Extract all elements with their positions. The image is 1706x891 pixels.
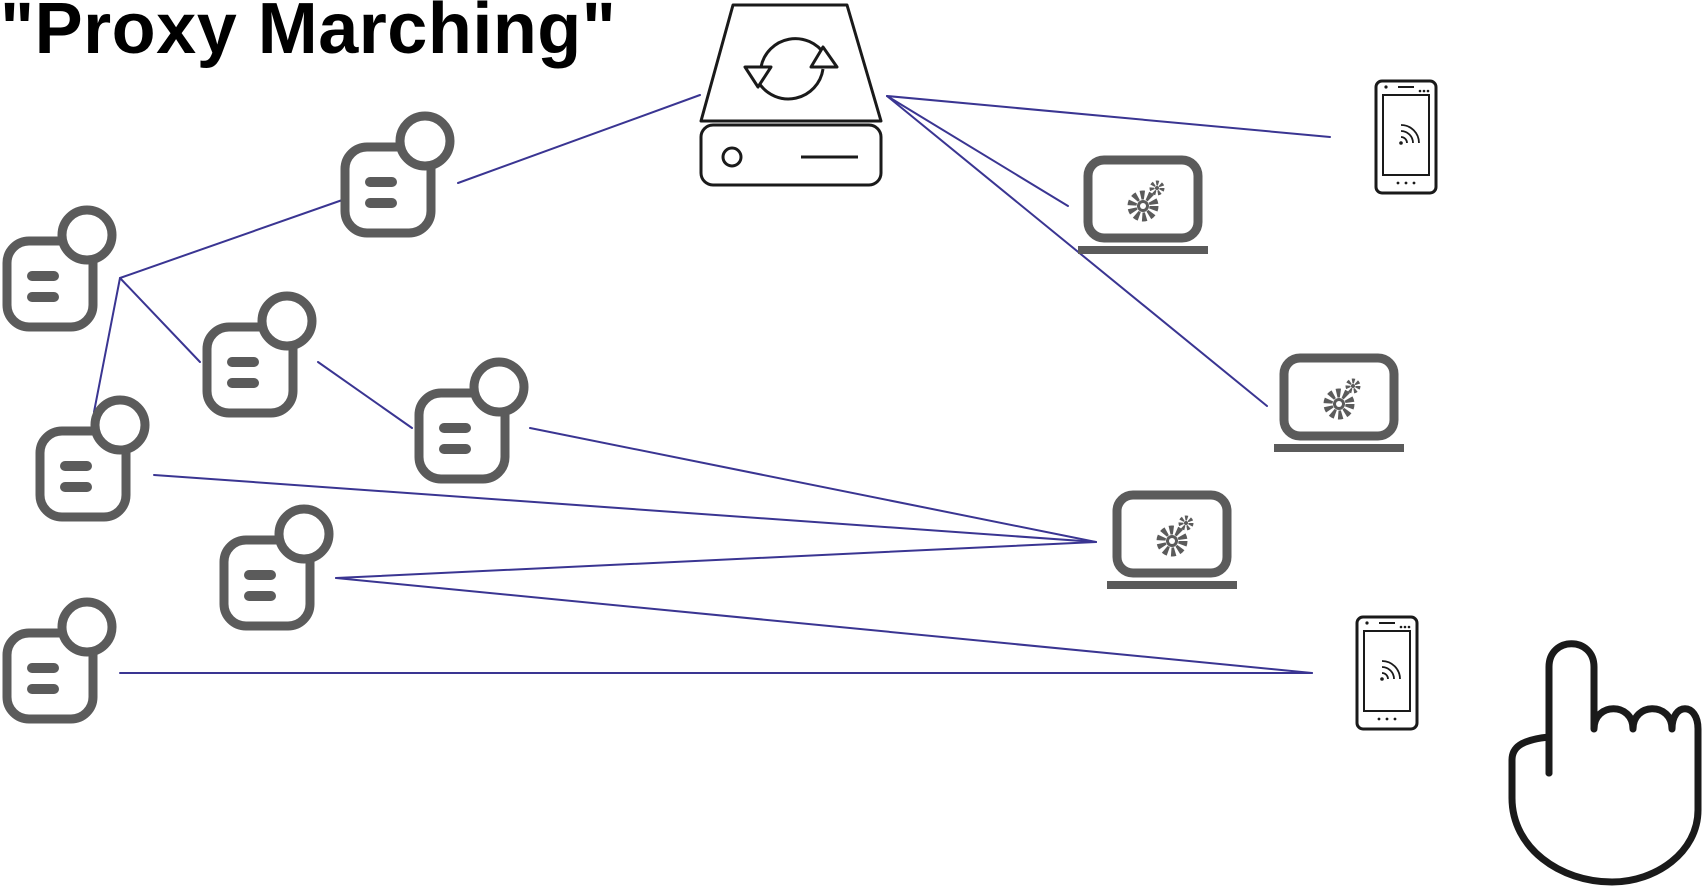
link-proxy-6-laptop-3 — [335, 541, 1097, 579]
message-notification-icon — [419, 362, 524, 479]
link-proxy-6-phone-2 — [335, 577, 1313, 674]
link-proxy-2-proxy-3 — [119, 277, 201, 363]
link-proxy-4-laptop-3 — [153, 474, 1097, 543]
laptop-gear-icon — [1078, 160, 1208, 254]
message-notification-icon — [7, 602, 112, 719]
diagram-title: "Proxy Marching" — [0, 0, 617, 69]
laptop-gear-icon — [1107, 495, 1237, 589]
smartphone-wifi-icon — [1355, 615, 1419, 731]
link-server-phone-1 — [886, 95, 1331, 138]
pointing-hand-icon — [1508, 640, 1702, 886]
message-notification-icon — [345, 116, 450, 233]
link-server-laptop-2 — [886, 95, 1268, 407]
link-proxy-5-laptop-3 — [529, 427, 1097, 543]
connection-lines — [93, 94, 1331, 674]
link-proxy-2-proxy-4 — [93, 277, 121, 413]
smartphone-wifi-icon — [1374, 79, 1438, 195]
link-proxy-3-proxy-5 — [317, 361, 413, 429]
message-notification-icon — [207, 296, 312, 413]
link-server-laptop-1 — [886, 95, 1069, 207]
message-notification-icon — [224, 509, 329, 626]
link-server-proxy-1 — [457, 94, 701, 184]
laptop-gear-icon — [1274, 358, 1404, 452]
message-notification-icon — [7, 210, 112, 327]
link-proxy-1-proxy-2 — [119, 197, 349, 279]
message-notification-icon — [40, 400, 145, 517]
server-sync-icon — [699, 3, 883, 187]
